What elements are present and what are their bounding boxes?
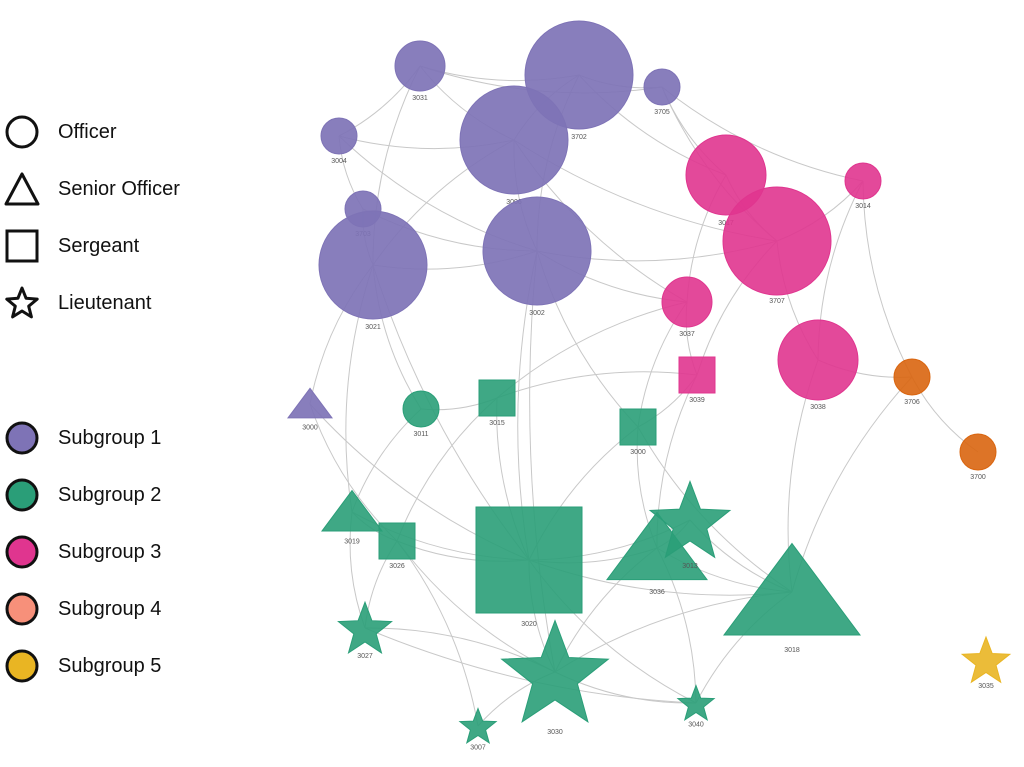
node-3004[interactable] [320,117,358,155]
subgroup-3-swatch-icon [5,535,39,569]
edge-3011-3019 [351,408,422,513]
square-icon [5,229,39,263]
node-3007[interactable] [458,707,498,745]
node-label-3705: 3705 [654,109,670,116]
edge-3039-3015 [496,371,698,399]
legend-item-officer: Officer [4,114,117,150]
node-label-3700: 3700 [970,474,986,481]
legend-label: Subgroup 4 [58,597,162,620]
node-3707[interactable] [722,186,832,296]
triangle-icon [4,172,40,206]
edge-3705-3014 [661,86,864,182]
node-3705[interactable] [643,68,681,106]
node-label-3707: 3707 [769,298,785,305]
star-icon [5,286,39,319]
node-label-3039: 3039 [689,397,705,404]
node-3021[interactable] [318,210,428,320]
edge-3007-3026 [396,540,479,727]
node-3040[interactable] [676,684,716,722]
edge-3002-3030 [529,250,556,673]
nodes-layer: 3031370237053004300637033021300230003017… [287,20,1012,751]
node-label-3702: 3702 [571,134,587,141]
node-3017[interactable] [685,134,767,216]
node-label-3002: 3002 [529,310,545,317]
node-label-3035: 3035 [978,683,994,690]
subgroup-4-swatch-icon [5,592,39,626]
legend-label: Subgroup 5 [58,654,162,677]
node-label-3706: 3706 [904,399,920,406]
node-label-3020: 3020 [521,621,537,628]
subgroup-2-swatch-icon [5,478,39,512]
node-3011[interactable] [402,390,440,428]
node-3015[interactable] [478,379,516,417]
legend-item-senior-officer: Senior Officer [4,171,180,207]
node-label-3015: 3015 [489,420,505,427]
legend: Officer Senior Officer Sergeant Lieutena… [0,0,240,767]
legend-label: Officer [58,120,117,143]
edge-3014-3706 [862,180,913,378]
node-label-3036: 3036 [649,589,665,596]
node-3031[interactable] [394,40,446,92]
circle-icon [5,115,39,149]
node-3014[interactable] [844,162,882,200]
node-label-3013: 3013 [682,563,698,570]
node-label-3011: 3011 [413,431,428,438]
node-3019[interactable] [321,489,383,532]
legend-item-subgroup-1: Subgroup 1 [4,420,161,456]
node-3038[interactable] [777,319,859,401]
node-label-3037: 3037 [679,331,695,338]
legend-item-subgroup-4: Subgroup 4 [4,591,161,627]
legend-item-subgroup-3: Subgroup 3 [4,534,161,570]
node-3030[interactable] [500,619,610,723]
subgroup-1-swatch-icon [5,421,39,455]
node-label-3030: 3030 [547,729,563,736]
node-label-3007: 3007 [470,744,486,751]
node-label-3000: 3000 [302,425,318,432]
node-3706[interactable] [893,358,931,396]
legend-item-subgroup-5: Subgroup 5 [4,648,161,684]
node-3018[interactable] [723,542,861,636]
node-label-3014: 3014 [855,203,871,210]
legend-item-subgroup-2: Subgroup 2 [4,477,161,513]
node-label-3040: 3040 [688,721,704,728]
legend-label: Subgroup 3 [58,540,162,563]
node-label-3021: 3021 [365,324,381,331]
node-label-3019: 3019 [344,539,360,546]
node-3020[interactable] [475,506,583,614]
node-3027[interactable] [337,600,393,655]
node-3037[interactable] [661,276,713,328]
node-label-3004: 3004 [331,158,347,165]
node-label-3027: 3027 [357,653,373,660]
legend-item-lieutenant: Lieutenant [4,285,151,321]
node-label-3031: 3031 [412,95,428,102]
legend-item-sergeant: Sergeant [4,228,139,264]
legend-label: Subgroup 2 [58,483,162,506]
node-3000b[interactable] [619,408,657,446]
subgroup-5-swatch-icon [5,649,39,683]
node-label-3000b: 3000 [630,449,646,456]
edge-3037-3015 [496,301,688,399]
node-label-3026: 3026 [389,563,405,570]
node-3000[interactable] [287,387,333,419]
node-3700[interactable] [959,433,997,471]
node-3039[interactable] [678,356,716,394]
edge-3027-3040 [364,627,697,704]
legend-label: Senior Officer [58,177,180,200]
node-3006[interactable] [459,85,569,195]
node-3026[interactable] [378,522,416,560]
node-3035[interactable] [960,635,1012,684]
node-label-3038: 3038 [810,404,826,411]
legend-label: Subgroup 1 [58,426,162,449]
legend-label: Lieutenant [58,291,152,314]
node-3002[interactable] [482,196,592,306]
node-3013[interactable] [648,479,732,559]
legend-label: Sergeant [58,234,140,257]
node-label-3018: 3018 [784,647,800,654]
